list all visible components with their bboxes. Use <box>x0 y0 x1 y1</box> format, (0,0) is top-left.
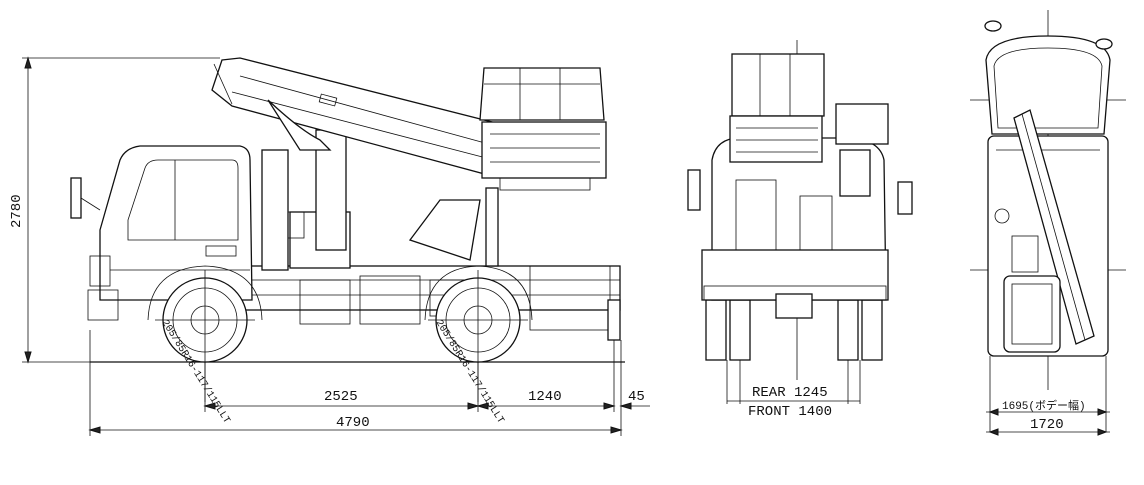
cab <box>70 145 263 321</box>
overall-width-label: 1720 <box>1030 417 1064 433</box>
rear-overhang-label: 1240 <box>528 389 562 405</box>
rear-extra-label: 45 <box>628 389 645 405</box>
top-view: 1695(ボデー幅) 1720 <box>970 10 1126 436</box>
body-width-label: 1695(ボデー幅) <box>1002 398 1086 413</box>
height-label: 2780 <box>9 194 25 228</box>
length-dimensions: 2525 1240 45 4790 <box>88 330 650 436</box>
rear-tread-label: REAR 1245 <box>752 385 828 401</box>
wheelbase-label: 2525 <box>324 389 358 405</box>
boom <box>211 57 501 177</box>
front-tread-label: FRONT 1400 <box>748 404 832 420</box>
side-view: 2780 <box>9 56 650 436</box>
rear-view: REAR 1245 FRONT 1400 <box>687 40 913 420</box>
overall-length-label: 4790 <box>336 415 370 431</box>
height-dimension: 2780 <box>9 56 220 364</box>
basket <box>479 67 607 191</box>
